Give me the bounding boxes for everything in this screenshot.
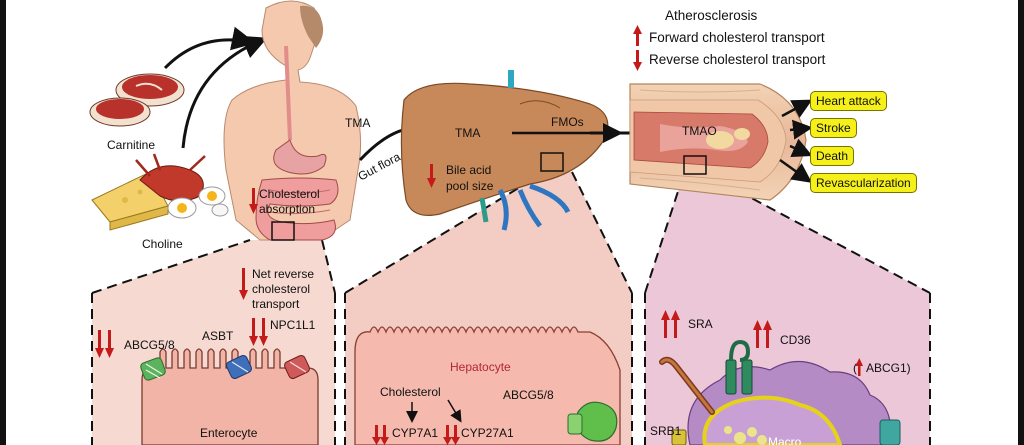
legend-forward: Forward cholesterol transport	[649, 30, 825, 45]
label-abcg58-liver: ABCG5/8	[503, 388, 554, 402]
up-arrow-icon	[661, 310, 863, 376]
label-npc1l1: NPC1L1	[270, 318, 316, 332]
label-hepatocyte: Hepatocyte	[450, 360, 511, 374]
liver-icon	[400, 70, 609, 231]
label-net-reverse-2: cholesterol	[252, 282, 311, 296]
right-border	[1018, 0, 1024, 445]
artery-icon	[629, 83, 807, 201]
liver-zoom-box	[540, 152, 564, 172]
down-arrow-icon	[633, 50, 642, 71]
label-abcg1-open: (	[853, 361, 857, 375]
panel-intestine	[91, 239, 336, 445]
down-arrow-icon	[239, 268, 248, 300]
down-arrow-icon	[249, 318, 268, 346]
outcome-revascularization: Revascularization	[810, 173, 917, 193]
label-cholesterol-liver: Cholesterol	[380, 385, 441, 399]
down-arrow-icon	[95, 330, 114, 358]
label-bile-2: pool size	[446, 179, 494, 193]
label-carnitine: Carnitine	[107, 138, 156, 152]
legend-reverse: Reverse cholesterol transport	[649, 52, 826, 67]
label-net-reverse-1: Net reverse	[252, 267, 315, 281]
label-cholesterol-absorption-2: absorption	[259, 202, 316, 216]
label-tma-left: TMA	[345, 116, 371, 130]
up-arrow-icon	[633, 25, 642, 46]
label-cd36: CD36	[780, 333, 811, 347]
label-macro: Macro	[768, 435, 802, 445]
label-srb1: SRB1	[650, 424, 682, 438]
label-bile-1: Bile acid	[446, 163, 492, 177]
transporter-icon	[140, 357, 166, 381]
transporter-icon	[567, 401, 618, 442]
label-net-reverse-3: transport	[252, 297, 300, 311]
label-choline: Choline	[142, 237, 183, 251]
label-cyp7a1: CYP7A1	[392, 426, 439, 440]
label-fmos: FMOs	[551, 115, 584, 129]
transporter-icon	[226, 355, 252, 379]
outcome-stroke: Stroke	[810, 118, 857, 138]
label-cyp27a1: CYP27A1	[461, 426, 514, 440]
label-cholesterol-absorption-1: Cholesterol	[259, 187, 320, 201]
legend-atherosclerosis: Atherosclerosis	[665, 8, 758, 23]
label-enterocyte: Enterocyte	[200, 426, 258, 440]
label-tma-liver: TMA	[455, 126, 481, 140]
label-abcg1: ABCG1)	[866, 361, 911, 375]
intestine-zoom-box	[271, 221, 295, 241]
label-sra: SRA	[688, 317, 713, 331]
artery-zoom-box	[683, 155, 707, 175]
panel-liver	[344, 171, 633, 445]
label-tmao: TMAO	[682, 124, 717, 138]
down-arrow-icon	[372, 425, 460, 445]
cheese-lobster-eggs-icon	[91, 153, 229, 231]
left-border	[0, 0, 6, 445]
outcome-death: Death	[810, 146, 855, 166]
outcome-heart-attack: Heart attack	[810, 91, 887, 111]
panel-artery	[644, 175, 931, 445]
down-arrow-icon	[427, 164, 436, 188]
down-arrow-icon	[249, 188, 258, 214]
steak-icon	[89, 73, 185, 127]
label-asbt: ASBT	[202, 329, 234, 343]
transporter-icon	[284, 355, 310, 379]
label-abcg58-intestine: ABCG5/8	[124, 338, 175, 352]
